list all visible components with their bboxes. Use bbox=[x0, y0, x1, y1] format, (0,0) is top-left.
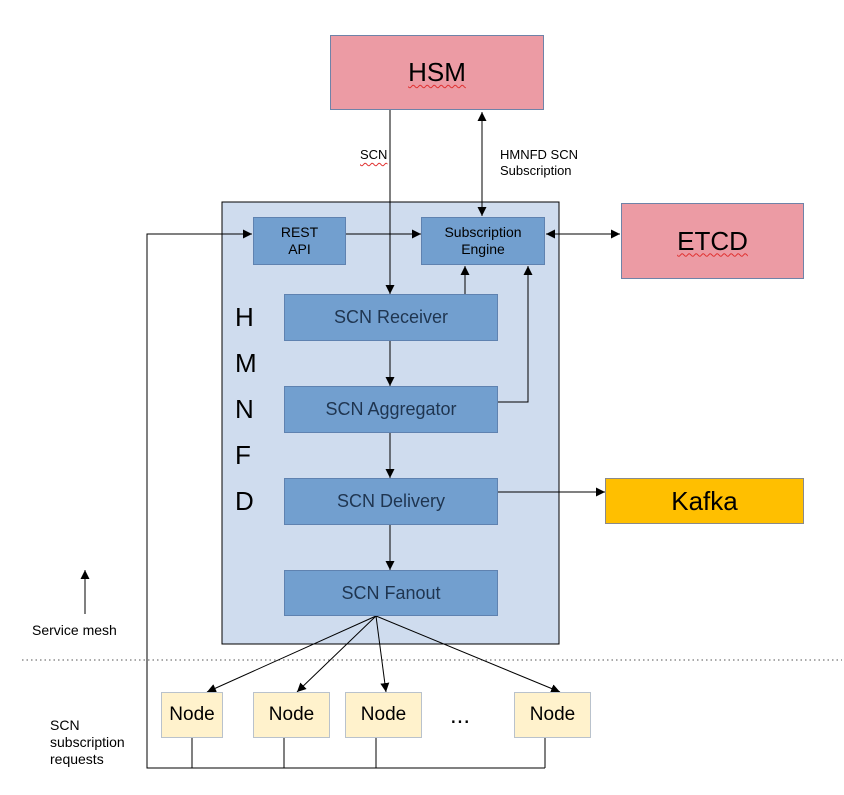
scn-receiver-label: SCN Receiver bbox=[333, 307, 449, 327]
hmnfd-letter-f: F bbox=[235, 440, 251, 470]
node-label: Node bbox=[169, 704, 215, 725]
scn-fanout-box: SCN Fanout bbox=[284, 570, 498, 616]
hmnfd-letter-d: D bbox=[235, 486, 254, 516]
fanout-to-node3-arrow bbox=[375, 615, 390, 693]
hmnfd-letter-h: H bbox=[235, 302, 254, 332]
node-label: Node bbox=[529, 704, 576, 725]
node-3: Node bbox=[345, 692, 422, 738]
scn-subscription-requests-label: SCN subscription requests bbox=[50, 717, 125, 767]
hmnfd-letter-m: M bbox=[235, 348, 257, 378]
node-2: Node bbox=[253, 692, 330, 738]
scn-aggregator-label: SCN Aggregator bbox=[325, 399, 457, 419]
rest-api-label: REST API bbox=[280, 224, 319, 257]
scn-fanout-label: SCN Fanout bbox=[341, 582, 441, 603]
kafka-box: Kafka bbox=[605, 478, 804, 524]
fanout-to-node1-arrow bbox=[206, 615, 377, 693]
etcd-box: ETCD bbox=[621, 203, 804, 279]
ellipsis: ... bbox=[450, 702, 471, 729]
scn-from-hsm-label: SCN bbox=[360, 147, 388, 162]
scn-delivery-label: SCN Delivery bbox=[336, 491, 446, 511]
node-label: Node bbox=[360, 704, 407, 725]
subscription-engine-label: Subscription Engine bbox=[444, 224, 522, 257]
scn-delivery-box: SCN Delivery bbox=[284, 478, 498, 525]
scn-receiver-box: SCN Receiver bbox=[284, 294, 498, 341]
hmnfd-letter-n: N bbox=[235, 394, 254, 424]
fanout-to-node4-arrow bbox=[375, 615, 561, 693]
hmnfd-scn-subscription-label: HMNFD SCN Subscription bbox=[500, 147, 578, 178]
node-label: Node bbox=[268, 704, 315, 725]
node-4: Node bbox=[514, 692, 591, 738]
aggregator-to-engine-arrow bbox=[498, 266, 533, 403]
hsm-box: HSM bbox=[330, 35, 544, 110]
rest-api-box: REST API bbox=[253, 217, 346, 265]
kafka-label: Kafka bbox=[671, 485, 738, 516]
fanout-to-node2-arrow bbox=[296, 615, 377, 693]
node-1: Node bbox=[161, 692, 223, 738]
subscription-requests-line bbox=[146, 229, 545, 769]
etcd-label: ETCD bbox=[677, 225, 748, 256]
scn-aggregator-box: SCN Aggregator bbox=[284, 386, 498, 433]
hsm-label: HSM bbox=[408, 57, 466, 87]
subscription-engine-box: Subscription Engine bbox=[421, 217, 545, 265]
service-mesh-label: Service mesh bbox=[32, 622, 117, 638]
